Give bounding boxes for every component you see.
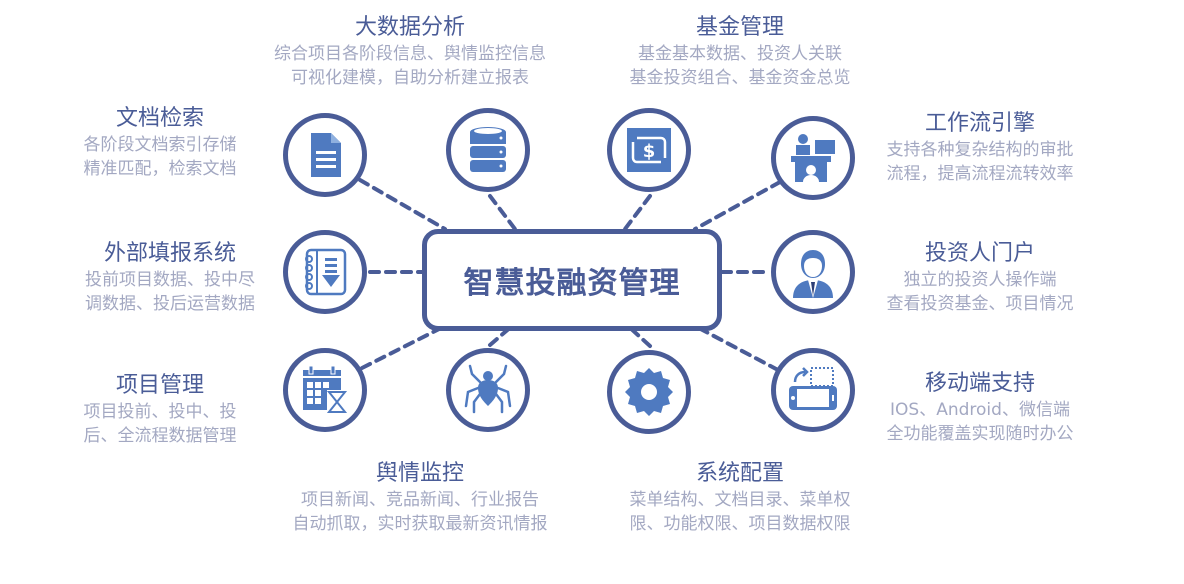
module-title: 移动端支持 [924, 371, 1035, 396]
module-title: 项目管理 [115, 373, 204, 398]
module-desc: 流程，提高流程流转效率 [886, 164, 1074, 184]
module-desc: 自动抓取，实时获取最新资讯情报 [292, 514, 548, 534]
module-desc: 独立的投资人操作端 [903, 270, 1057, 290]
module-desc: 支持各种复杂结构的审批 [886, 140, 1074, 160]
center-hub: 智慧投融资管理 [422, 229, 722, 331]
document-icon [311, 133, 341, 177]
center-title: 智慧投融资管理 [463, 266, 681, 301]
module-title: 舆情监控 [375, 461, 464, 486]
mobile-node[interactable] [771, 348, 855, 432]
module-desc: 全功能覆盖实现随时办公 [886, 424, 1074, 444]
notebook-download-icon [305, 248, 347, 296]
module-desc: 精准匹配，检索文档 [83, 159, 237, 179]
investor-portal-node[interactable] [771, 230, 855, 314]
external-report-node[interactable] [283, 230, 367, 314]
dollar-exchange-icon: $ [627, 128, 671, 172]
project-mgmt-label: 项目管理 项目投前、投中、投 后、全流程数据管理 [55, 372, 265, 448]
external-report-label: 外部填报系统 投前项目数据、投中尽 调数据、投后运营数据 [55, 240, 285, 316]
svg-text:$: $ [643, 141, 656, 162]
module-desc: 可视化建模，自助分析建立报表 [291, 68, 529, 88]
doc-search-label: 文档检索 各阶段文档索引存储 精准匹配，检索文档 [55, 105, 265, 181]
module-desc: 查看投资基金、项目情况 [886, 294, 1074, 314]
module-desc: 限、功能权限、项目数据权限 [629, 514, 851, 534]
module-desc: 综合项目各阶段信息、舆情监控信息 [274, 44, 546, 64]
workflow-label: 工作流引擎 支持各种复杂结构的审批 流程，提高流程流转效率 [860, 110, 1100, 186]
module-title: 工作流引擎 [924, 111, 1035, 136]
mobile-label: 移动端支持 IOS、Android、微信端 全功能覆盖实现随时办公 [860, 370, 1100, 446]
module-title: 文档检索 [115, 106, 204, 131]
module-desc: 项目投前、投中、投 [83, 402, 237, 422]
module-title: 外部填报系统 [103, 241, 236, 266]
module-desc: IOS、Android、微信端 [890, 400, 1070, 420]
big-data-node[interactable] [446, 108, 530, 192]
workflow-node[interactable] [771, 116, 855, 200]
project-mgmt-node[interactable] [283, 348, 367, 432]
module-desc: 基金投资组合、基金资金总览 [629, 68, 851, 88]
investor-portal-label: 投资人门户 独立的投资人操作端 查看投资基金、项目情况 [860, 240, 1100, 316]
module-title: 投资人门户 [924, 241, 1035, 266]
fund-node[interactable]: $ [607, 108, 691, 192]
module-desc: 投前项目数据、投中尽 [85, 270, 255, 290]
module-desc: 基金基本数据、投资人关联 [638, 44, 842, 64]
module-title: 基金管理 [695, 15, 784, 40]
module-desc: 菜单结构、文档目录、菜单权 [629, 490, 851, 510]
module-title: 系统配置 [695, 461, 784, 486]
module-desc: 后、全流程数据管理 [83, 426, 237, 446]
module-desc: 调数据、投后运营数据 [85, 294, 255, 314]
module-desc: 各阶段文档索引存储 [83, 135, 237, 155]
system-config-label: 系统配置 菜单结构、文档目录、菜单权 限、功能权限、项目数据权限 [590, 460, 890, 536]
gear-icon [625, 368, 673, 416]
database-icon [470, 127, 506, 172]
sentiment-node[interactable] [446, 348, 530, 432]
businessman-icon [793, 250, 833, 298]
big-data-label: 大数据分析 综合项目各阶段信息、舆情监控信息 可视化建模，自助分析建立报表 [230, 14, 590, 90]
sentiment-label: 舆情监控 项目新闻、竞品新闻、行业报告 自动抓取，实时获取最新资讯情报 [250, 460, 590, 536]
doc-search-node[interactable] [283, 113, 367, 197]
system-config-node[interactable] [607, 350, 691, 434]
calendar-hourglass-icon [303, 365, 348, 414]
module-title: 大数据分析 [354, 15, 465, 40]
phone-rotate-icon [789, 367, 837, 410]
presenter-desk-icon [791, 134, 835, 182]
spider-icon [464, 364, 512, 414]
module-desc: 项目新闻、竞品新闻、行业报告 [301, 490, 539, 510]
fund-label: 基金管理 基金基本数据、投资人关联 基金投资组合、基金资金总览 [590, 14, 890, 90]
